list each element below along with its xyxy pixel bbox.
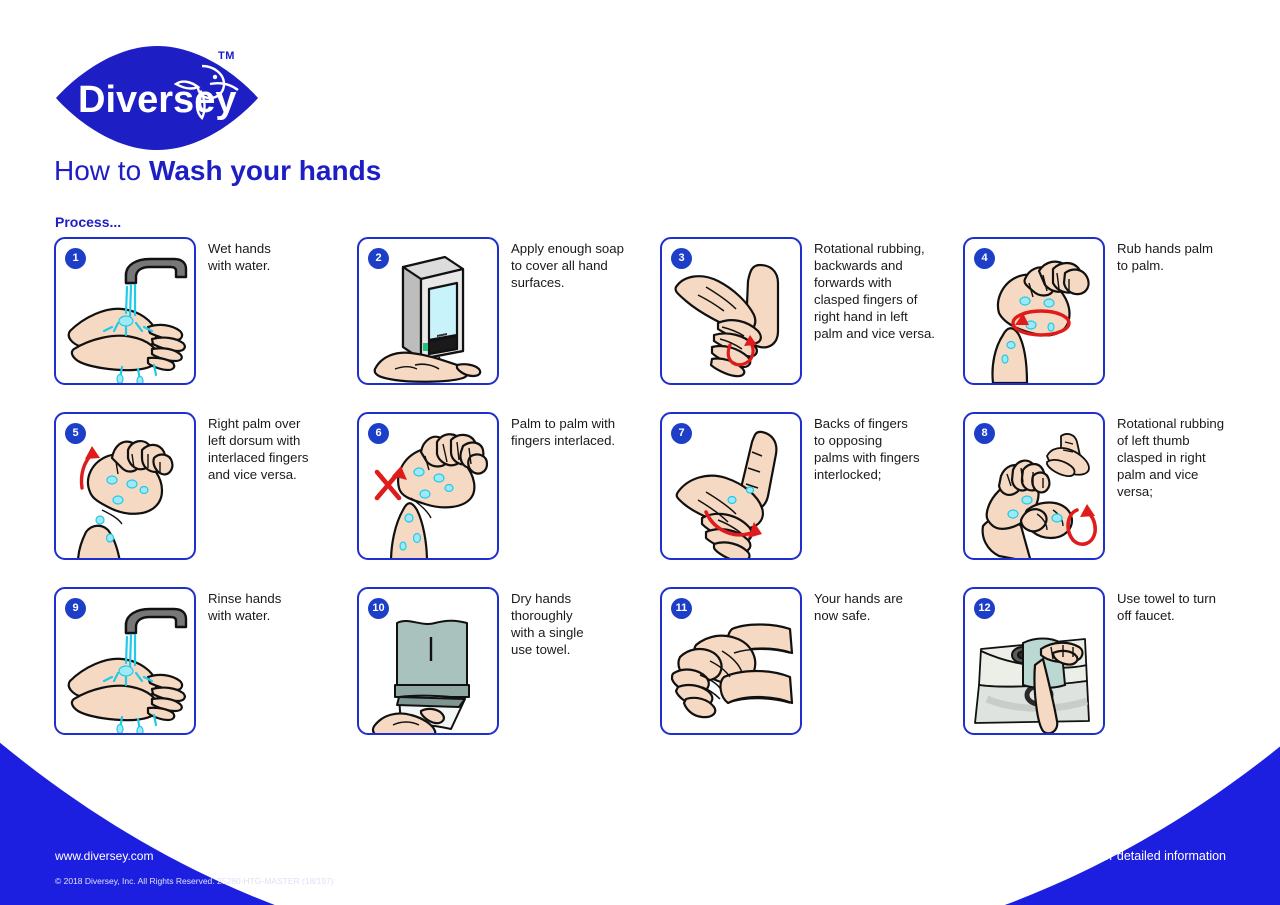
towel-turn-faucet-icon [974, 637, 1090, 733]
svg-text:Diversey: Diversey [78, 79, 236, 121]
step-caption-2: Apply enough soap to cover all hand surf… [511, 241, 624, 290]
step-card-2[interactable]: 2 [357, 237, 499, 385]
thumb-rotational-icon [981, 433, 1097, 558]
step-cell-1: 1 [54, 237, 357, 412]
step-card-4[interactable]: 4 [963, 237, 1105, 385]
step-caption-7: Backs of fingers to opposing palms with … [814, 416, 920, 482]
clasped-fingers-rotational-icon [674, 263, 780, 378]
footer-website-url[interactable]: www.diversey.com [55, 849, 154, 863]
step-card-7[interactable]: 7 [660, 412, 802, 560]
hands-under-faucet-icon [67, 257, 188, 383]
diversey-logo: Diversey [56, 46, 258, 150]
step-cell-4: 4 [963, 237, 1229, 412]
footer-copyright: © 2018 Diversey, Inc. All Rights Reserve… [55, 876, 334, 886]
step-cell-5: 5 [54, 412, 357, 587]
page-title-light: How to [54, 155, 149, 186]
steps-row-2: 5 [54, 412, 1229, 587]
palm-to-palm-icon [991, 260, 1090, 383]
page-title: How to Wash your hands [54, 155, 381, 187]
step-badge-6: 6 [368, 423, 389, 444]
step-caption-11: Your hands are now safe. [814, 591, 903, 623]
soap-dispenser-hand-icon [373, 255, 482, 383]
step-card-8[interactable]: 8 [963, 412, 1105, 560]
step-caption-5: Right palm over left dorsum with interla… [208, 416, 309, 482]
step-cell-2: 2 [357, 237, 660, 412]
step-badge-1: 1 [65, 248, 86, 269]
palm-over-dorsum-icon [77, 440, 174, 558]
clean-hands-icon [670, 623, 794, 719]
step-caption-12: Use towel to turn off faucet. [1117, 591, 1216, 623]
page-title-bold: Wash your hands [148, 155, 382, 186]
step-badge-10: 10 [368, 598, 389, 619]
step-badge-8: 8 [974, 423, 995, 444]
step-cell-9: 9 [54, 587, 357, 752]
step-card-6[interactable]: 6 [357, 412, 499, 560]
steps-row-3: 9 [54, 587, 1229, 752]
step-caption-6: Palm to palm with fingers interlaced. [511, 416, 616, 448]
step-caption-8: Rotational rubbing of left thumb clasped… [1117, 416, 1225, 499]
step-card-5[interactable]: 5 [54, 412, 196, 560]
step-cell-8: 8 [963, 412, 1229, 587]
step-caption-1: Wet hands with water. [208, 241, 271, 273]
step-badge-11: 11 [671, 598, 692, 619]
step-card-9[interactable]: 9 [54, 587, 196, 735]
step-badge-12: 12 [974, 598, 995, 619]
step-badge-9: 9 [65, 598, 86, 619]
step-badge-5: 5 [65, 423, 86, 444]
step-card-12[interactable]: 12 [963, 587, 1105, 735]
palm-to-palm-interlaced-icon [374, 433, 489, 558]
backs-of-fingers-icon [675, 430, 778, 558]
footer-sds-note: Check SDS for detailed information [1030, 849, 1226, 863]
step-badge-4: 4 [974, 248, 995, 269]
steps-grid: 1 [54, 237, 1229, 752]
step-badge-2: 2 [368, 248, 389, 269]
footer-curved-band [0, 700, 1280, 905]
step-cell-7: 7 [660, 412, 963, 587]
step-card-1[interactable]: 1 [54, 237, 196, 385]
trademark-symbol: TM [218, 50, 235, 62]
step-cell-12: 12 [963, 587, 1229, 752]
process-section-label: Process... [55, 214, 122, 230]
paper-towel-dispenser-icon [371, 619, 470, 733]
step-caption-4: Rub hands palm to palm. [1117, 241, 1214, 273]
step-cell-6: 6 [357, 412, 660, 587]
rinse-hands-faucet-icon [67, 607, 188, 733]
step-cell-3: 3 [660, 237, 963, 412]
step-caption-10: Dry hands thoroughly with a single use t… [511, 591, 584, 657]
step-card-11[interactable]: 11 [660, 587, 802, 735]
step-badge-3: 3 [671, 248, 692, 269]
step-card-3[interactable]: 3 [660, 237, 802, 385]
step-cell-11: 11 [660, 587, 963, 752]
step-caption-3: Rotational rubbing, backwards and forwar… [814, 241, 935, 341]
step-card-10[interactable]: 10 [357, 587, 499, 735]
step-cell-10: 10 Dry hands thoroughly w [357, 587, 660, 752]
steps-row-1: 1 [54, 237, 1229, 412]
step-badge-7: 7 [671, 423, 692, 444]
step-caption-9: Rinse hands with water. [208, 591, 282, 623]
